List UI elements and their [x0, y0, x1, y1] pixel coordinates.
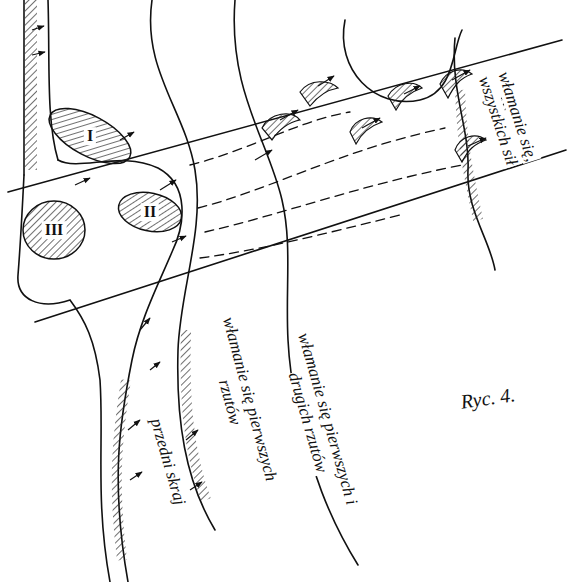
line-label: włamanie się pierwszych i drugich rzutów	[272, 319, 365, 522]
front-edge	[18, 175, 110, 582]
oval-shape	[23, 201, 85, 259]
attack-arrow	[32, 26, 516, 490]
line-label: włamanie się pierwszych rzutów	[197, 303, 284, 497]
oval-shape	[41, 97, 139, 175]
unit-number: II	[141, 203, 159, 221]
boundary-line	[35, 150, 566, 322]
unit-oval: III	[22, 200, 86, 260]
figure-caption: Ryc. 4.	[442, 380, 534, 415]
line-label: włamanie się, wszystkich sił	[469, 50, 546, 186]
unit-oval: II	[117, 192, 183, 232]
break-in-lines	[190, 112, 462, 258]
unit-oval: I	[44, 115, 136, 157]
unit-number: III	[42, 221, 67, 239]
boundary-line	[8, 40, 562, 192]
oval-shape	[115, 187, 186, 237]
front-band	[23, 0, 25, 175]
unit-number: I	[84, 127, 96, 145]
